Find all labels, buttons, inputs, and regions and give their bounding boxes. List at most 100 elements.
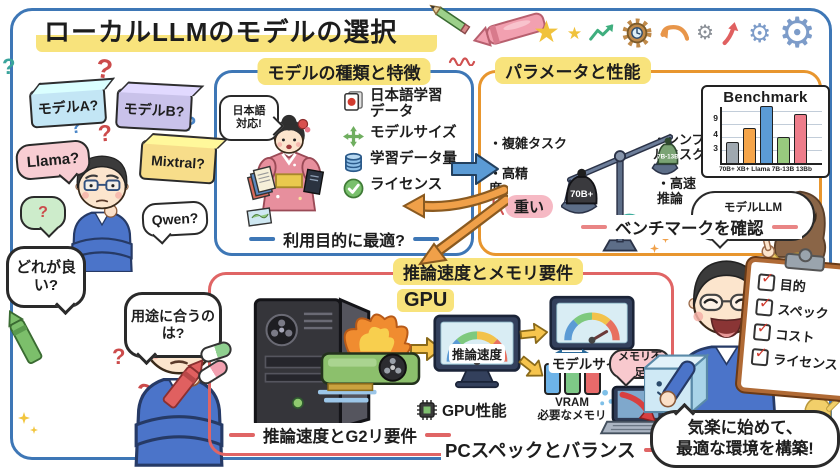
params-caption: ベンチマークを確認 bbox=[577, 215, 802, 239]
checkbox-checked-icon: ✓ bbox=[752, 319, 772, 342]
model-bubble-label: モデルA? bbox=[37, 96, 99, 118]
feature-item: 学習データ量 bbox=[343, 151, 467, 173]
dash-decoration bbox=[412, 237, 439, 241]
benchmark-chart: Benchmark 9 4 3 70B+ XB+ Llama 7B-13B 13… bbox=[701, 85, 830, 178]
flow-arrow-icon bbox=[451, 153, 499, 185]
benchmark-bar bbox=[743, 128, 756, 163]
light-weight-label: 7B-13B bbox=[657, 153, 679, 160]
question-mark-doodle: ? bbox=[112, 344, 126, 369]
mini-question-bubble: ? bbox=[20, 196, 66, 238]
section-model-types: モデルの種類と特徴 日本語対応! bbox=[214, 58, 474, 256]
speed-gauge-monitor: 推論速度 bbox=[433, 309, 521, 395]
star-icon: ★ bbox=[532, 16, 560, 49]
models-caption: 利用目的に最適? bbox=[245, 227, 443, 251]
model-bubble-label: Qwen? bbox=[151, 209, 199, 229]
sparkle-icon bbox=[650, 244, 659, 253]
question-bubble-label: 用途に合うのは? bbox=[131, 307, 215, 342]
benchmark-xlabels: 70B+ XB+ Llama 7B-13B 13Bb bbox=[719, 166, 812, 173]
sparkle-icon bbox=[18, 412, 30, 424]
param-point-label: 高速推論 bbox=[657, 176, 697, 206]
data-volume-icon bbox=[345, 152, 362, 172]
badge-label: 日本語対応! bbox=[232, 104, 266, 130]
feature-item: 日本語学習データ bbox=[343, 88, 467, 121]
checklist-label: スペック bbox=[776, 302, 830, 322]
gauge-monitor-illustration bbox=[549, 295, 635, 351]
checkbox-checked-icon: ✓ bbox=[755, 294, 774, 317]
gpu-performance-label: GPU性能 bbox=[442, 403, 507, 420]
speed-caption-right: PCスペックとバランス bbox=[441, 437, 674, 463]
model-bubble-label: モデルB? bbox=[123, 100, 185, 120]
gear-clock-icon bbox=[622, 18, 652, 48]
speed-caption-right-text: PCスペックとバランス bbox=[445, 440, 636, 461]
benchmark-bar bbox=[760, 106, 773, 163]
section-speed-memory: 推論速度とメモリ要件 GPU bbox=[208, 258, 675, 463]
conclusion-label: 気楽に始めて、 最適な環境を構築! bbox=[676, 418, 814, 458]
question-bubble-top: どれが良い? bbox=[6, 246, 86, 316]
feature-label: ライセンス bbox=[370, 176, 443, 193]
speed-caption-left-text: 推論速度とG2リ要件 bbox=[263, 428, 418, 446]
dash-decoration bbox=[425, 433, 452, 437]
benchmark-yaxis: 9 4 3 bbox=[709, 107, 720, 165]
benchmark-title: Benchmark bbox=[723, 89, 808, 106]
feedback-arrows-icon bbox=[401, 184, 508, 266]
squiggle-icon bbox=[448, 57, 476, 66]
up-arrow-icon bbox=[722, 22, 739, 46]
dash-decoration bbox=[771, 225, 798, 229]
feature-item: モデルサイズ bbox=[343, 125, 467, 147]
star-icon: ★ bbox=[566, 23, 583, 43]
sparkle-icon bbox=[30, 426, 38, 434]
gpu-card-illustration bbox=[317, 313, 421, 403]
dash-decoration bbox=[229, 433, 255, 437]
checklist-clipboard: ✓ 目的 ✓ スペック ✓ コスト ✓ ライセンス bbox=[736, 247, 840, 401]
speed-caption-left: 推論速度とG2リ要件 bbox=[225, 423, 456, 447]
page-title: ローカルLLMのモデルの選択 bbox=[36, 12, 438, 52]
pencil-icon bbox=[429, 4, 471, 35]
checklist-item: ✓ ライセンス bbox=[750, 344, 840, 374]
dash-decoration bbox=[581, 225, 607, 229]
yellow-arrow-icon bbox=[519, 322, 549, 344]
checklist-label: ライセンス bbox=[772, 351, 839, 373]
gear-icon: ⚙ bbox=[696, 22, 715, 44]
benchmark-ytick: 9 bbox=[713, 113, 718, 123]
benchmark-bar bbox=[794, 114, 807, 163]
gpu-label-text: GPU bbox=[404, 289, 448, 311]
checkbox-checked-icon: ✓ bbox=[757, 270, 776, 292]
feature-item: ライセンス bbox=[343, 176, 467, 199]
params-caption-text: ベンチマークを確認 bbox=[615, 220, 764, 238]
heavy-tag: 重い bbox=[505, 195, 554, 218]
gear-icon: ⚙ bbox=[748, 18, 772, 48]
section-parameters-title: パラメータと性能 bbox=[495, 57, 651, 84]
doodle-row: ★ ★ ⚙ ⚙ ⚙ bbox=[533, 12, 816, 54]
crayon-icon bbox=[162, 358, 204, 409]
heavy-weight-label: 70B+ bbox=[570, 189, 594, 200]
question-bubble-bottom: 用途に合うのは? bbox=[124, 292, 222, 366]
question-mark-doodle: ? bbox=[2, 54, 16, 79]
vram-label: VRAM 必要なメモリ bbox=[537, 397, 607, 423]
crayon-icon bbox=[472, 12, 546, 47]
model-bubble: Llama? bbox=[14, 138, 92, 185]
benchmark-ytick: 3 bbox=[713, 143, 718, 153]
license-icon bbox=[343, 178, 364, 199]
model-bubble: モデルB? bbox=[115, 88, 193, 132]
chip-icon bbox=[417, 400, 437, 420]
checkbox-checked-icon: ✓ bbox=[750, 344, 770, 367]
heavy-tag-label: 重い bbox=[514, 199, 545, 216]
model-bubble: モデルA? bbox=[28, 85, 108, 129]
conclusion-bubble: 気楽に始めて、 最適な環境を構築! bbox=[650, 402, 840, 468]
japan-data-icon bbox=[344, 91, 363, 111]
curved-left-arrow-icon bbox=[660, 25, 690, 41]
feature-label: 日本語学習データ bbox=[370, 88, 443, 120]
section-parameters: パラメータと性能 複雑タスク 高精度 シンプルタスク 高速推論 70B+ 7B-… bbox=[478, 57, 830, 256]
model-bubble: Mixtral? bbox=[138, 139, 218, 185]
model-bubble-label: Mixtral? bbox=[150, 152, 206, 172]
sparkle-icon bbox=[662, 236, 669, 243]
speed-gauge-label: 推論速度 bbox=[448, 344, 506, 363]
question-mark-doodle: ? bbox=[38, 204, 48, 221]
question-bubble-label: どれが良い? bbox=[16, 259, 77, 294]
kimono-woman-illustration bbox=[246, 114, 325, 227]
checklist-label: コスト bbox=[774, 326, 815, 346]
benchmark-bar bbox=[726, 142, 739, 163]
japanese-support-badge: 日本語対応! bbox=[219, 95, 284, 141]
memory-alert-label: メモリ不足 bbox=[618, 351, 662, 379]
